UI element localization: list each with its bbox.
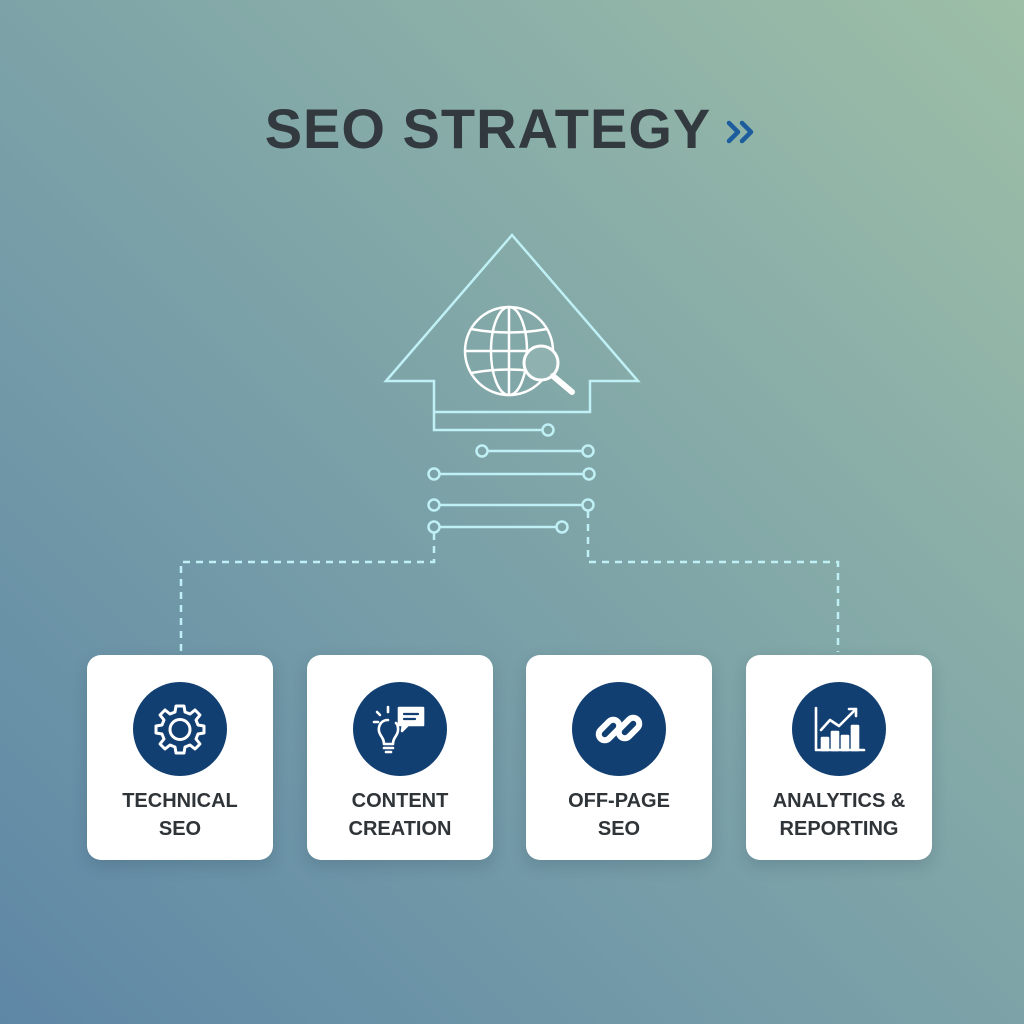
card-icon-circle	[572, 682, 666, 776]
title-row: SEO STRATEGY	[0, 96, 1024, 161]
card-label: ANALYTICS & REPORTING	[754, 787, 924, 843]
bar-chart-trend-icon	[814, 706, 866, 752]
card-label: OFF-PAGE SEO	[534, 787, 704, 843]
card-label-line1: TECHNICAL	[122, 790, 238, 812]
card-label-line2: SEO	[158, 818, 202, 840]
card-technical-seo[interactable]: TECHNICAL SEO	[87, 655, 273, 860]
double-chevron-right-icon	[727, 120, 754, 143]
card-label: CONTENT CREATION	[315, 787, 485, 843]
card-label-line2: REPORTING	[779, 818, 899, 840]
card-icon-circle	[792, 682, 886, 776]
card-label-line1: CONTENT	[351, 790, 449, 812]
card-label: TECHNICAL SEO	[95, 787, 265, 843]
globe-search-icon	[463, 305, 575, 397]
card-label-line2: CREATION	[348, 818, 452, 840]
card-label-line1: OFF-PAGE	[568, 790, 670, 812]
dashed-connectors	[179, 511, 840, 652]
gear-icon	[154, 704, 206, 755]
circuit-lines	[427, 412, 596, 534]
card-label-line2: SEO	[597, 818, 641, 840]
lightbulb-chat-icon	[372, 705, 425, 754]
up-arrow-outline	[383, 233, 641, 414]
card-off-page-seo[interactable]: OFF-PAGE SEO	[526, 655, 712, 860]
link-icon	[595, 714, 643, 744]
card-analytics-reporting[interactable]: ANALYTICS & REPORTING	[746, 655, 932, 860]
page-title: SEO STRATEGY	[264, 97, 712, 160]
card-content-creation[interactable]: CONTENT CREATION	[307, 655, 493, 860]
card-icon-circle	[133, 682, 227, 776]
card-icon-circle	[353, 682, 447, 776]
card-label-line1: ANALYTICS &	[772, 790, 906, 812]
